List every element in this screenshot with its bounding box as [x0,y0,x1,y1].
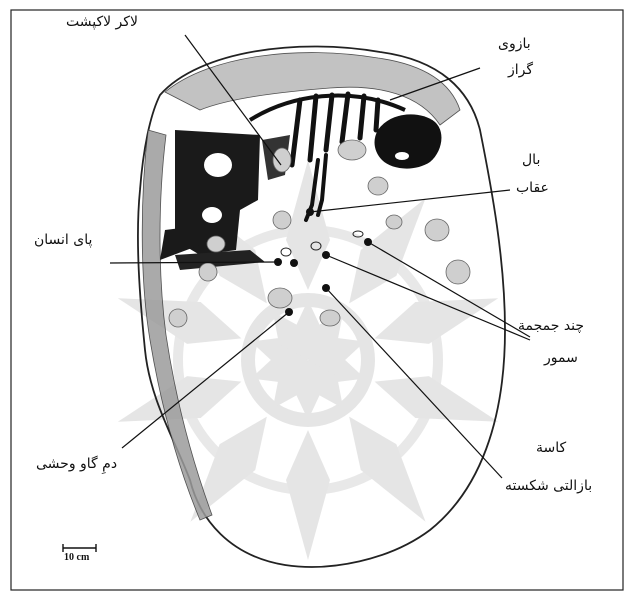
label-arm-line2: گراز [508,62,533,78]
label-wing-line2: عقاب [516,180,549,196]
scale-label: 10 cm [64,552,89,563]
label-lacrimal: لاکر لاکپشت [66,14,138,30]
label-skulls-line2: سمور [544,350,578,366]
label-tail: دمِ گاو وحشی [36,456,117,472]
label-bowl-line1: کاسة [536,440,566,456]
label-bowl-line2: بازالتی شکسته [505,478,592,494]
label-wing-line1: بال [522,152,540,168]
label-skulls-line1: چند جمجمة [518,318,584,334]
label-arm-line1: بازوی [498,36,531,52]
label-human-leg: پای انسان [34,232,92,248]
